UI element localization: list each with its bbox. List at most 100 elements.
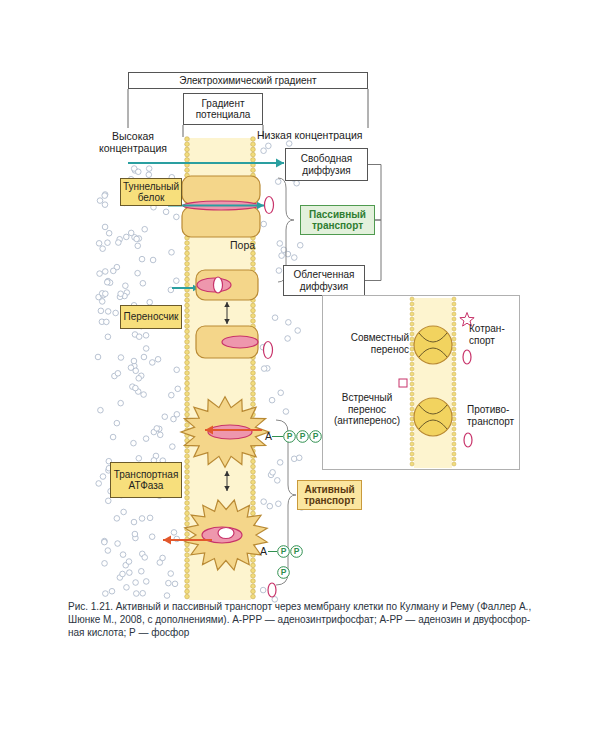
carrier-channel (197, 278, 231, 292)
node-text: Встречный перенос (антиперенос) (325, 392, 409, 427)
lipid-head (251, 147, 256, 152)
conformation-arrow (224, 302, 230, 324)
brace (276, 420, 296, 585)
molecule (171, 530, 177, 536)
lipid-head (452, 392, 456, 396)
molecule (116, 240, 122, 246)
lipid-head (452, 437, 456, 441)
lipid-head (185, 282, 190, 287)
molecule (267, 503, 273, 509)
lipid-head (452, 412, 456, 416)
molecule (115, 541, 121, 547)
molecule (131, 519, 137, 525)
molecule (100, 474, 106, 480)
lipid-head (185, 334, 190, 339)
lipid-head (452, 452, 456, 456)
lipid-head (185, 386, 190, 391)
molecule (97, 198, 103, 204)
molecule-label: A (260, 545, 270, 557)
lipid-head (185, 371, 190, 376)
lipid-head (410, 307, 414, 311)
carrier-protein (196, 326, 258, 358)
molecule (102, 269, 108, 275)
lipid-head (452, 352, 456, 356)
lipid-head (452, 347, 456, 351)
lipid-head (251, 563, 256, 568)
lipid-head (251, 251, 256, 256)
molecule (166, 580, 172, 586)
solute (265, 197, 274, 214)
atpase-pump (185, 500, 267, 570)
phosphate-symbol: P (294, 547, 300, 557)
molecule (163, 209, 169, 215)
lipid-head (185, 251, 190, 256)
molecule (297, 242, 303, 248)
molecule (261, 499, 267, 505)
lipid-head (185, 511, 190, 516)
lipid-head (185, 407, 190, 412)
lipid-head (185, 293, 190, 298)
molecule (157, 432, 163, 438)
lipid-heads (410, 297, 456, 466)
lipid-head (251, 371, 256, 376)
lipid-head (410, 452, 414, 456)
lipid-head (410, 377, 414, 381)
node-text: Транспортная АТФаза (113, 469, 179, 492)
molecule (140, 280, 146, 286)
molecule (294, 180, 300, 186)
lipid-head (185, 256, 190, 261)
molecule (136, 376, 142, 382)
molecule (95, 354, 101, 360)
phosphate-symbol: P (300, 432, 306, 442)
molecule (135, 270, 141, 276)
lipid-head (410, 357, 414, 361)
arrow-shaft (128, 162, 284, 164)
molecule (102, 224, 108, 230)
lipid-head (185, 449, 190, 454)
molecule (169, 392, 175, 398)
lipid-head (185, 303, 190, 308)
circle-outline (291, 546, 303, 558)
lipid-head (251, 464, 256, 469)
molecule (104, 279, 110, 285)
countertransported-solute (399, 379, 407, 387)
molecule (146, 166, 152, 172)
molecule (123, 283, 129, 289)
node-text: Переносчик (123, 311, 178, 323)
lipid-head (185, 558, 190, 563)
concentration-label: Низкая концентрация (257, 129, 377, 141)
carrier-protein (196, 270, 258, 300)
arrow-head (276, 159, 284, 168)
circle-outline (278, 567, 290, 579)
molecule (276, 501, 282, 507)
gradient-bracket (368, 89, 369, 128)
pore-arrow (168, 202, 264, 210)
lipid-head (185, 475, 190, 480)
lipid-head (185, 522, 190, 527)
lipid-head (185, 324, 190, 329)
lipid-head (452, 327, 456, 331)
molecule (140, 590, 146, 596)
lipid-head (410, 312, 414, 316)
molecule (114, 420, 120, 426)
lipid-head (251, 262, 256, 267)
lipid-head (452, 342, 456, 346)
lipid-head (251, 314, 256, 319)
molecule (135, 169, 141, 175)
lipid-head (452, 462, 456, 466)
arrow-head (257, 202, 264, 210)
phosphate-circle: P (277, 566, 290, 579)
lipid-head (185, 496, 190, 501)
lipid-head (185, 137, 190, 142)
lipid-head (452, 317, 456, 321)
lipid-head (251, 480, 256, 485)
lipid-head (185, 397, 190, 402)
circle-outline (278, 546, 290, 558)
lipid-head (251, 584, 256, 589)
tunnel-protein (182, 176, 260, 204)
label-box: Градиент потенциала (183, 93, 263, 125)
lipid-head (410, 437, 414, 441)
lipid-head (185, 152, 190, 157)
transporter-path (419, 348, 447, 357)
lipid-head (410, 387, 414, 391)
